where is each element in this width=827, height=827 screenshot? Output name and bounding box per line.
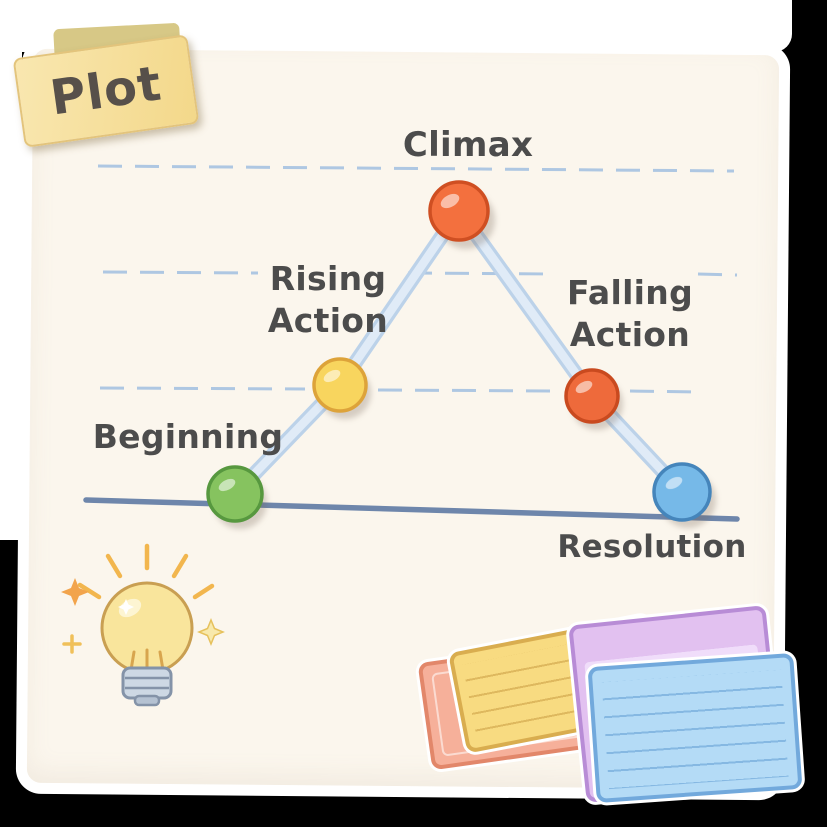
background-left-edge [0, 0, 22, 540]
rising-action-label: Rising Action [267, 259, 389, 341]
climax-label: Climax [402, 125, 534, 165]
resolution-label: Resolution [557, 529, 747, 565]
beginning-label: Beginning [92, 417, 284, 456]
note-card-blue [587, 652, 803, 804]
falling-action-label: Falling Action [566, 273, 694, 355]
sticky-note-label: Plot [46, 55, 166, 127]
